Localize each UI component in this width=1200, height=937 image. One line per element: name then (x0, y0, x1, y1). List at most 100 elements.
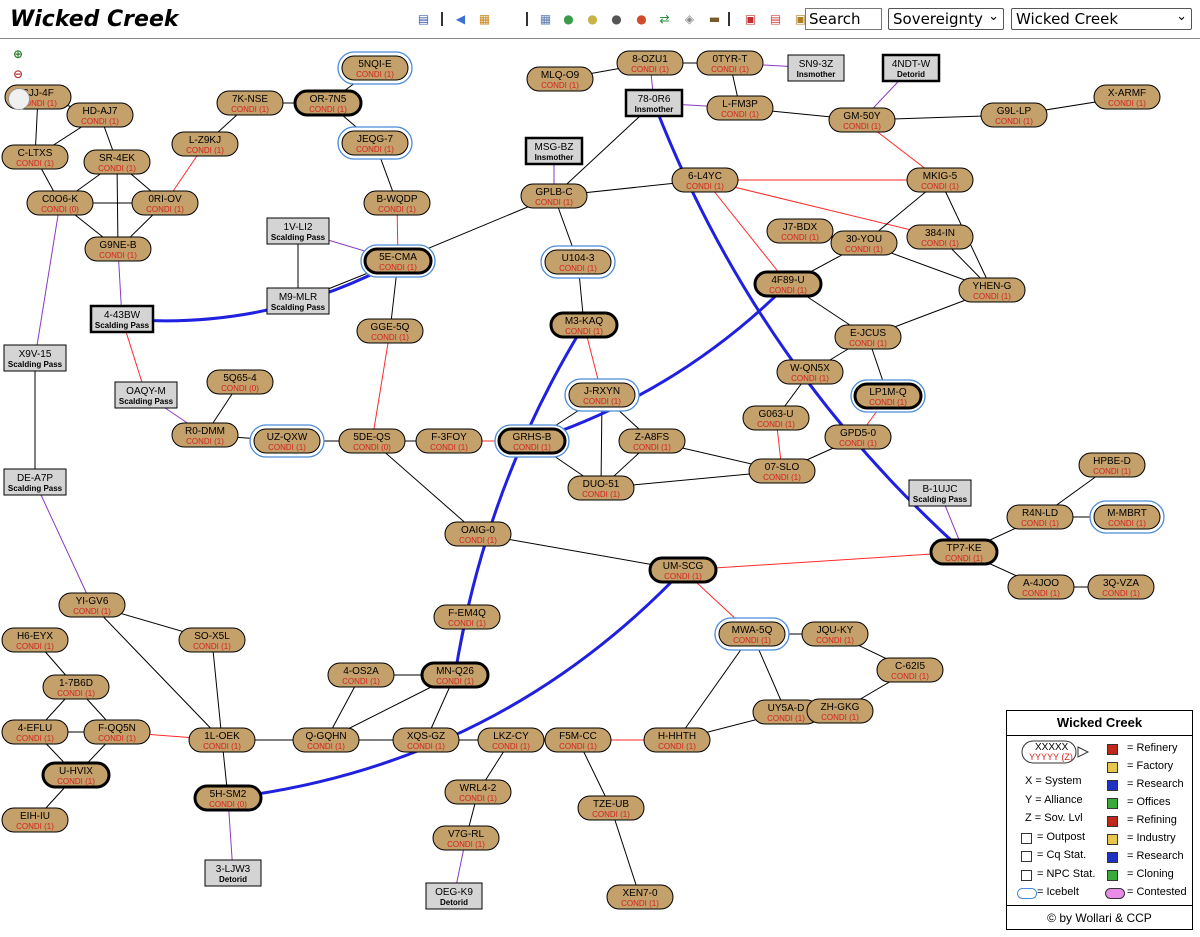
shuffle-icon[interactable]: ⇄ (659, 11, 670, 26)
mobile-icon[interactable]: ▤ (417, 11, 430, 26)
globe-icon[interactable]: ● (563, 11, 574, 26)
truck-icon[interactable]: ▬ (708, 11, 721, 26)
pin-icon[interactable]: ● (636, 11, 647, 26)
region-select[interactable]: Wicked Creek ⌄ (1011, 8, 1192, 30)
zoom-out-icon[interactable]: ⊖ (12, 67, 24, 81)
compass-icon[interactable] (8, 88, 30, 110)
pdf-icon[interactable]: ▣ (744, 11, 757, 26)
mode-select[interactable]: Sovereignty ⌄ (888, 8, 1004, 30)
cube-icon[interactable]: ◈ (684, 11, 695, 26)
dark-globe-icon[interactable]: ● (611, 11, 622, 26)
back-arrow-icon[interactable]: ◀ (455, 11, 466, 26)
zoom-in-icon[interactable]: ⊕ (12, 47, 24, 61)
bookmark-icon[interactable]: ▦ (478, 11, 491, 26)
pdf-file-icon[interactable]: ▤ (769, 11, 782, 26)
image-icon[interactable]: ▣ (794, 11, 807, 26)
search-input[interactable] (805, 8, 882, 30)
gold-coin-icon[interactable]: ● (587, 11, 598, 26)
